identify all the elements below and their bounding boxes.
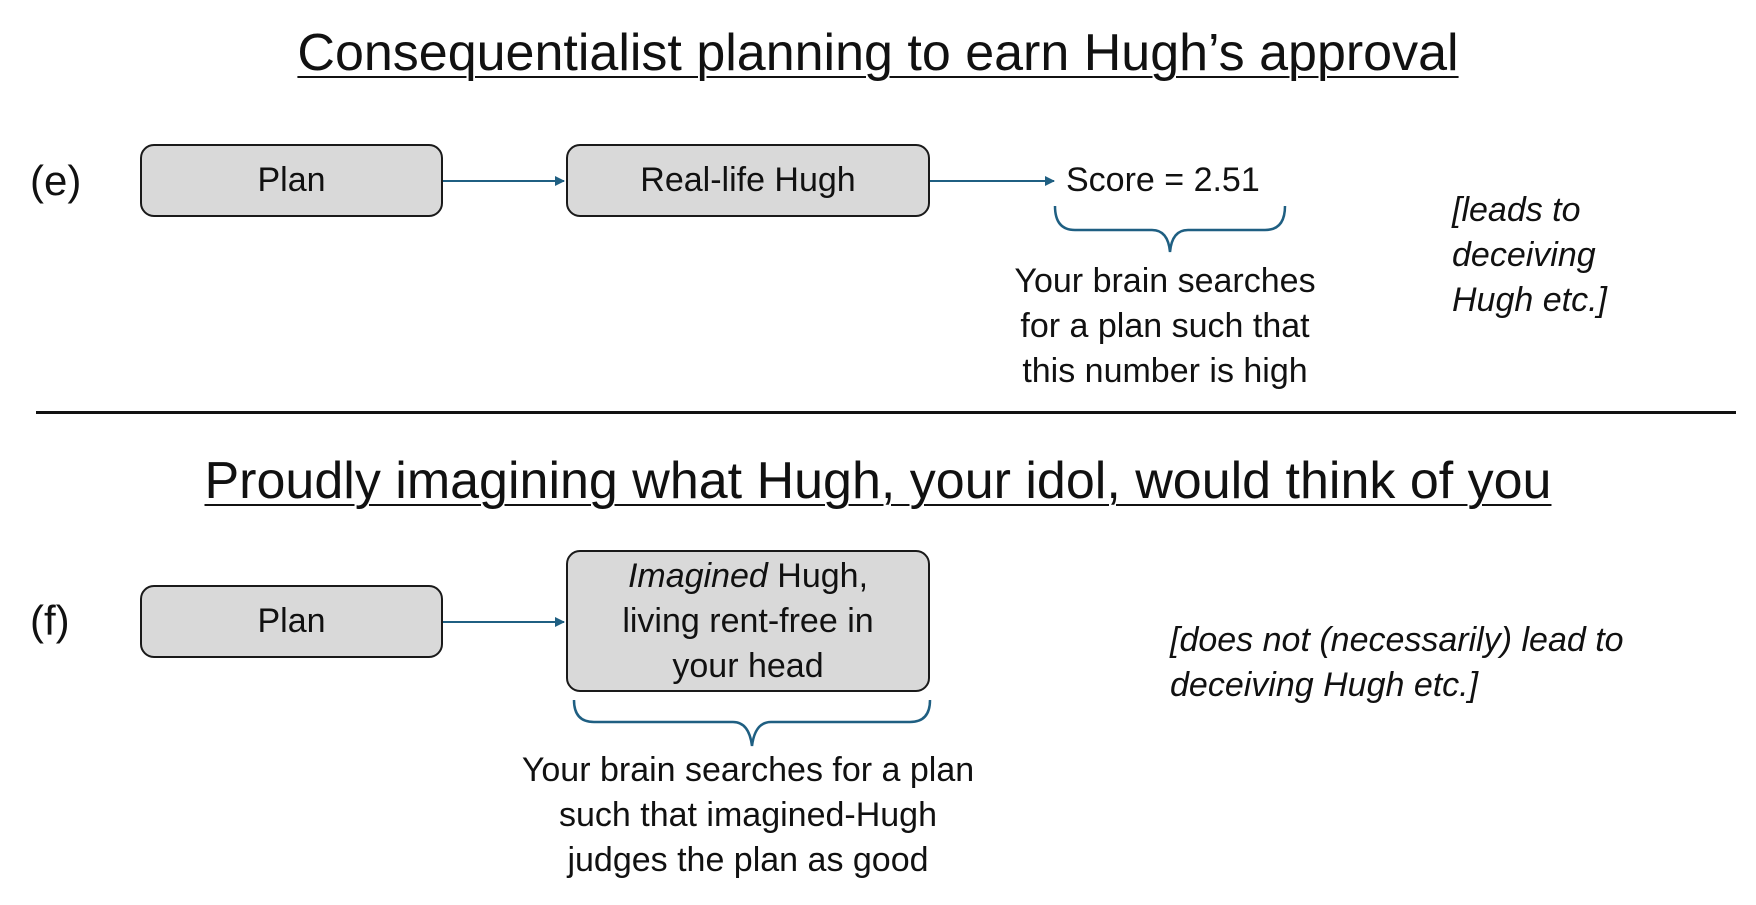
section-e-title: Consequentialist planning to earn Hugh’s… xyxy=(297,24,1459,82)
note-f: [does not (necessarily) lead to deceivin… xyxy=(1170,618,1690,708)
brace-caption-e-line: Your brain searches xyxy=(1014,262,1316,300)
panel-label-e: (e) xyxy=(30,157,82,204)
real-life-hugh-label: Real-life Hugh xyxy=(640,161,856,199)
imagined-hugh-line-2: living rent-free in xyxy=(622,601,874,640)
imagined-hugh-line-3: your head xyxy=(672,646,824,685)
plan-box-e: Plan xyxy=(140,144,443,217)
imagined-hugh-line-1: Imagined Hugh, xyxy=(628,554,868,599)
curly-brace-e-icon xyxy=(1053,205,1287,253)
note-e-line: Hugh etc.] xyxy=(1452,281,1607,319)
score-value: Score = 2.51 xyxy=(1066,161,1260,199)
panel-label-f: (f) xyxy=(30,597,70,644)
plan-box-f-label: Plan xyxy=(257,602,326,640)
plan-box-f: Plan xyxy=(140,585,443,658)
note-f-line: deceiving Hugh etc.] xyxy=(1170,666,1479,704)
brace-caption-f: Your brain searches for a plan such that… xyxy=(498,748,998,883)
real-life-hugh-box: Real-life Hugh xyxy=(566,144,930,217)
imagined-emphasis: Imagined xyxy=(627,556,768,595)
section-divider xyxy=(36,411,1736,414)
curly-brace-f-icon xyxy=(572,699,932,747)
note-e: [leads to deceiving Hugh etc.] xyxy=(1452,188,1672,323)
brace-caption-e-line: this number is high xyxy=(1022,352,1308,390)
brace-caption-f-line: judges the plan as good xyxy=(567,841,929,879)
imagined-hugh-box: Imagined Hugh, living rent-free in your … xyxy=(566,550,930,692)
brace-caption-e: Your brain searches for a plan such that… xyxy=(985,259,1345,394)
section-f-title: Proudly imagining what Hugh, your idol, … xyxy=(204,452,1552,510)
note-f-line: [does not (necessarily) lead to xyxy=(1170,621,1624,659)
brace-caption-f-line: Your brain searches for a plan xyxy=(521,751,975,789)
note-e-line: [leads to xyxy=(1452,191,1581,229)
brace-caption-f-line: such that imagined-Hugh xyxy=(558,796,937,834)
note-e-line: deceiving xyxy=(1452,236,1596,274)
imagined-hugh-rest: Hugh, xyxy=(767,556,869,595)
brace-caption-e-line: for a plan such that xyxy=(1020,307,1310,345)
plan-box-e-label: Plan xyxy=(257,161,326,199)
